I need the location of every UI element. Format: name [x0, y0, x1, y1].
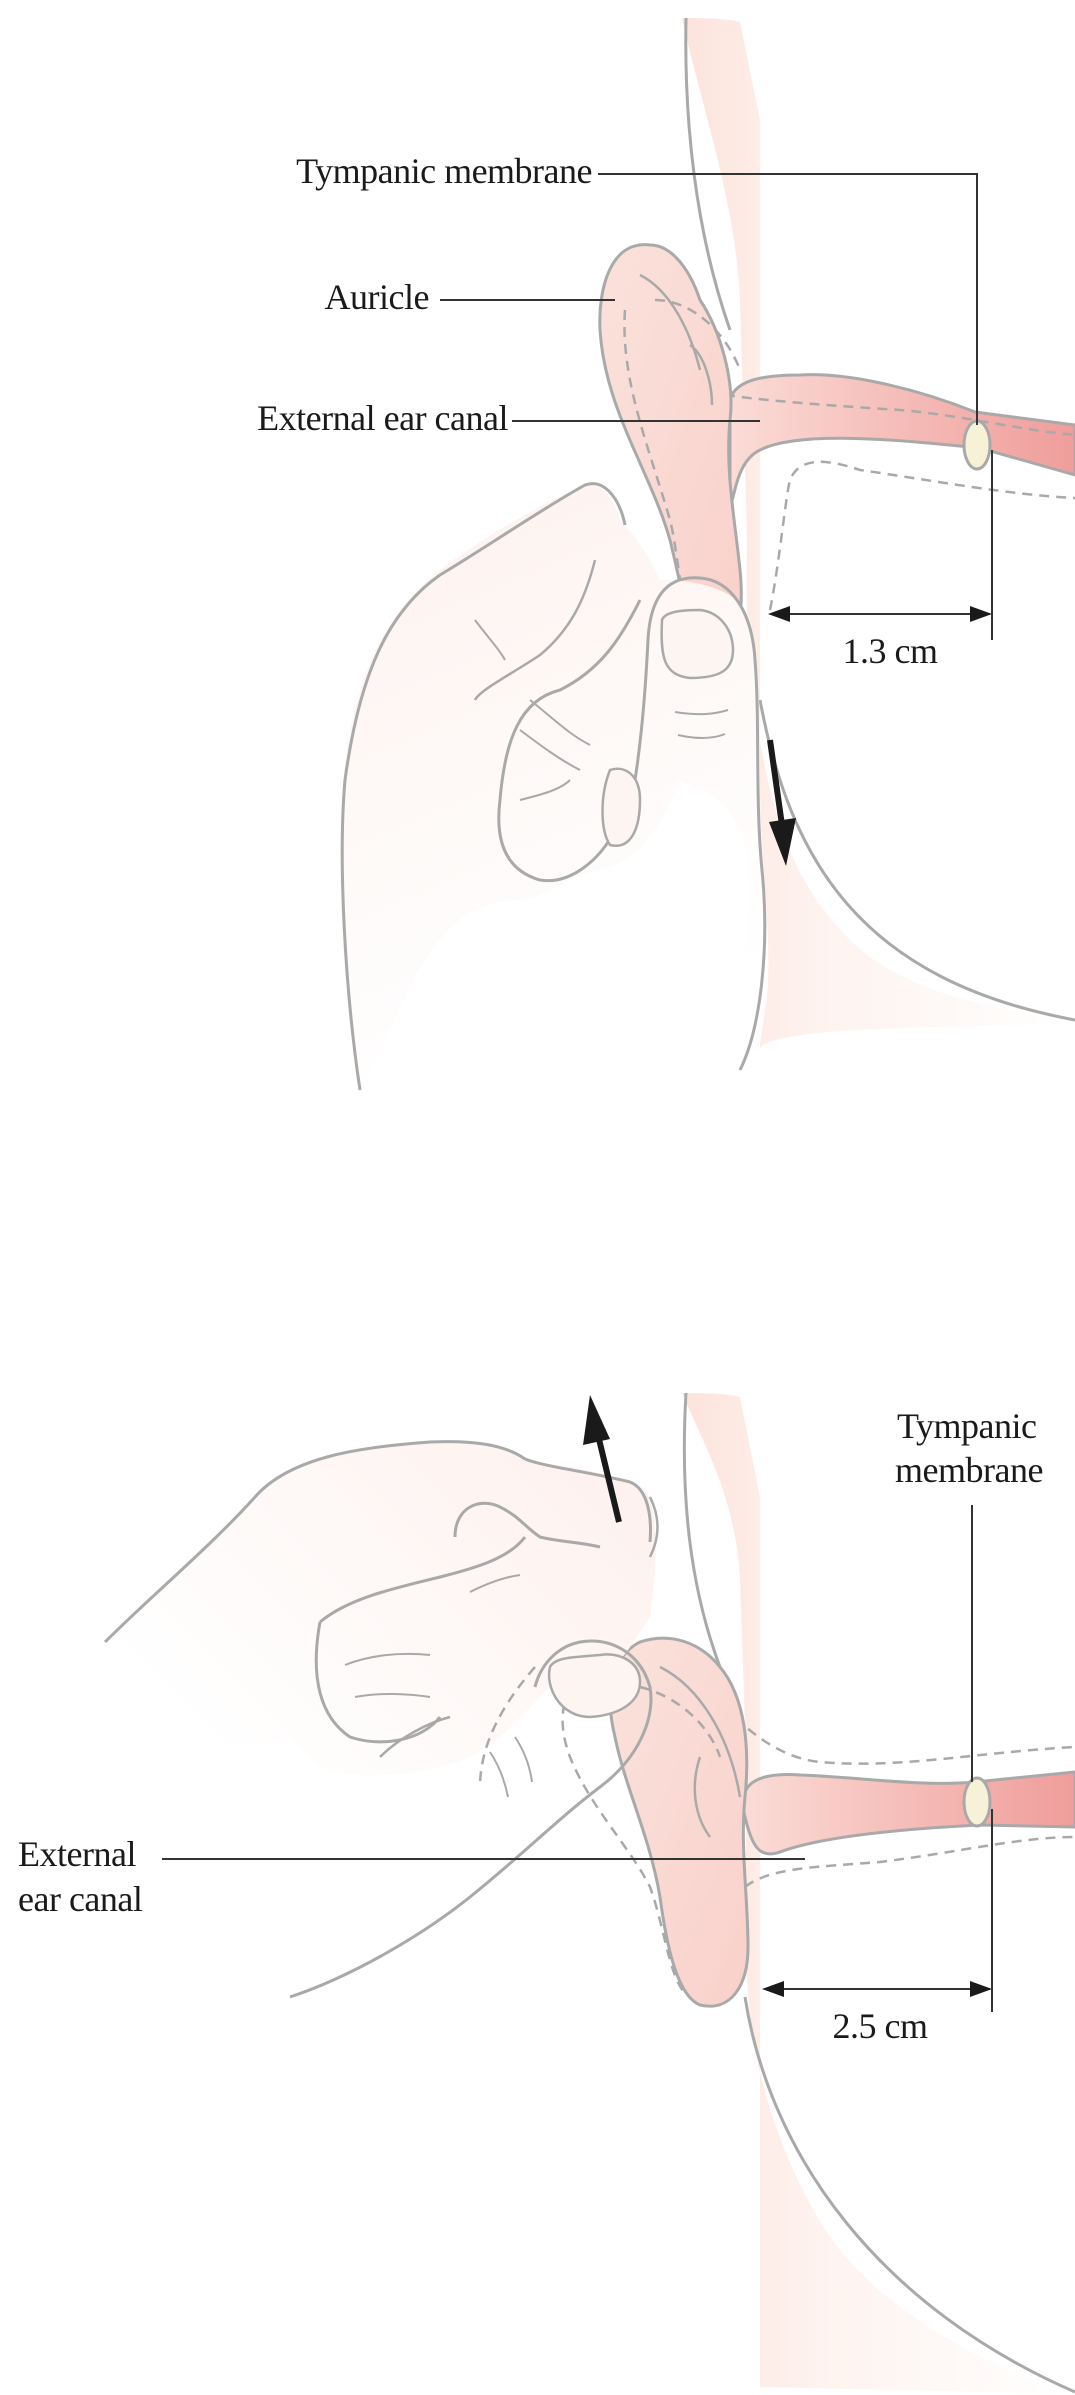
measurement-label-bottom: 2.5 cm: [810, 2005, 950, 2048]
measurement-label-top: 1.3 cm: [820, 630, 960, 673]
external-ear-canal-label: External ear canal: [257, 397, 508, 440]
external-ear-canal-label-line2: ear canal: [18, 1878, 142, 1921]
ear-canal: [728, 375, 1075, 505]
adult-ear-illustration: [0, 1197, 1075, 2394]
tympanic-membrane-shape: [964, 1778, 990, 1826]
ear-canal: [743, 1772, 1075, 1854]
adult-ear-diagram: Tympanic membrane External ear canal 2.5…: [0, 1197, 1075, 2394]
tympanic-membrane-shape: [964, 421, 990, 469]
external-ear-canal-label-line1: External: [18, 1833, 136, 1876]
infant-ear-diagram: Tympanic membrane Auricle External ear c…: [0, 0, 1075, 1197]
tympanic-membrane-label-line1: Tympanic: [897, 1405, 1036, 1448]
head-profile: [682, 18, 1075, 1050]
auricle-label: Auricle: [325, 276, 429, 319]
tympanic-membrane-label-line2: membrane: [895, 1449, 1043, 1492]
hand-shape: [105, 1442, 656, 1776]
tympanic-membrane-label: Tympanic membrane: [296, 150, 592, 193]
